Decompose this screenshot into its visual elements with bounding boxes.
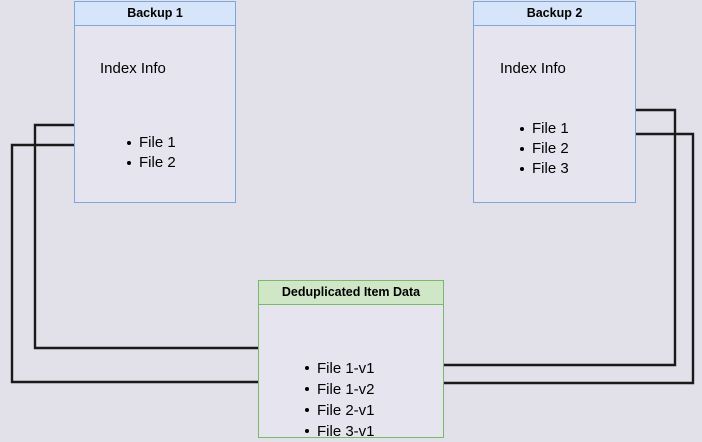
- node-backup-1-body: Index Info File 1 File 2: [75, 26, 235, 202]
- list-item: File 2: [518, 139, 569, 159]
- node-dedup-body: File 1-v1 File 1-v2 File 2-v1 File 3-v1: [259, 305, 443, 440]
- node-backup-2[interactable]: Backup 2 Index Info File 1 File 2 File 3: [473, 1, 636, 203]
- backup-1-file-list: File 1 File 2: [125, 133, 176, 173]
- node-deduplicated-item-data[interactable]: Deduplicated Item Data File 1-v1 File 1-…: [258, 280, 444, 440]
- list-item: File 2-v1: [303, 400, 375, 421]
- node-backup-2-body: Index Info File 1 File 2 File 3: [474, 26, 635, 202]
- node-backup-2-header: Backup 2: [474, 2, 635, 26]
- backup-2-index-info-label: Index Info: [500, 60, 566, 77]
- dedup-file-list: File 1-v1 File 1-v2 File 2-v1 File 3-v1: [303, 358, 375, 442]
- list-item: File 1: [125, 133, 176, 153]
- node-dedup-header: Deduplicated Item Data: [259, 281, 443, 305]
- node-backup-1-header: Backup 1: [75, 2, 235, 26]
- list-item: File 2: [125, 153, 176, 173]
- backup-2-file-list: File 1 File 2 File 3: [518, 119, 569, 179]
- list-item: File 1-v2: [303, 379, 375, 400]
- list-item: File 1: [518, 119, 569, 139]
- node-backup-1[interactable]: Backup 1 Index Info File 1 File 2: [74, 1, 236, 203]
- list-item: File 1-v1: [303, 358, 375, 379]
- list-item: File 3-v1: [303, 421, 375, 442]
- backup-1-index-info-label: Index Info: [100, 60, 166, 77]
- list-item: File 3: [518, 159, 569, 179]
